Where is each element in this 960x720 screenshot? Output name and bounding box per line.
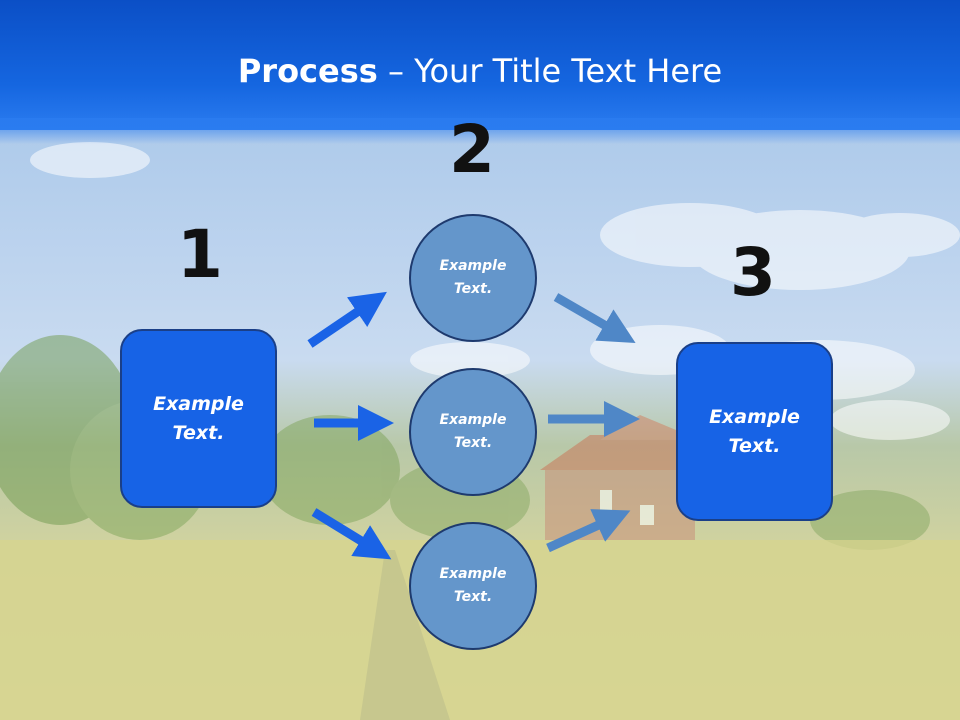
circle-middle-text-line1: Example	[439, 412, 507, 428]
step-2-circle-middle[interactable]: Example Text.	[409, 368, 537, 496]
arrow-up-right-icon	[307, 291, 387, 348]
circle-bottom-text-line2: Text.	[453, 589, 493, 605]
circle-top-text-line1: Example	[439, 258, 507, 274]
step-number-3: 3	[730, 234, 776, 311]
circle-top-text-line2: Text.	[453, 281, 493, 297]
title-rest: – Your Title Text Here	[377, 52, 723, 90]
step-3-box[interactable]: Example Text.	[676, 342, 833, 521]
step-3-text-line1: Example	[709, 405, 800, 428]
step-2-circle-top[interactable]: Example Text.	[409, 214, 537, 342]
field-path	[360, 550, 450, 720]
circle-middle-text-line2: Text.	[453, 435, 493, 451]
step-1-box[interactable]: Example Text.	[120, 329, 277, 508]
arrow-down-right-icon	[311, 508, 392, 560]
step-3-text-line2: Text.	[728, 434, 781, 457]
title-bold: Process	[237, 52, 378, 90]
step-number-1: 1	[177, 216, 223, 293]
step-1-text-line1: Example	[153, 392, 244, 415]
step-number-2: 2	[449, 111, 495, 188]
arrow-down-right-muted-icon	[553, 293, 636, 344]
title-bar-fade	[0, 118, 960, 144]
title-bar	[0, 0, 960, 130]
step-2-circle-bottom[interactable]: Example Text.	[409, 522, 537, 650]
step-1-text-line2: Text.	[172, 421, 225, 444]
slide-title: Process – Your Title Text Here	[0, 52, 960, 90]
arrow-up-right-muted-icon	[546, 509, 631, 553]
circle-bottom-text-line1: Example	[439, 566, 507, 582]
